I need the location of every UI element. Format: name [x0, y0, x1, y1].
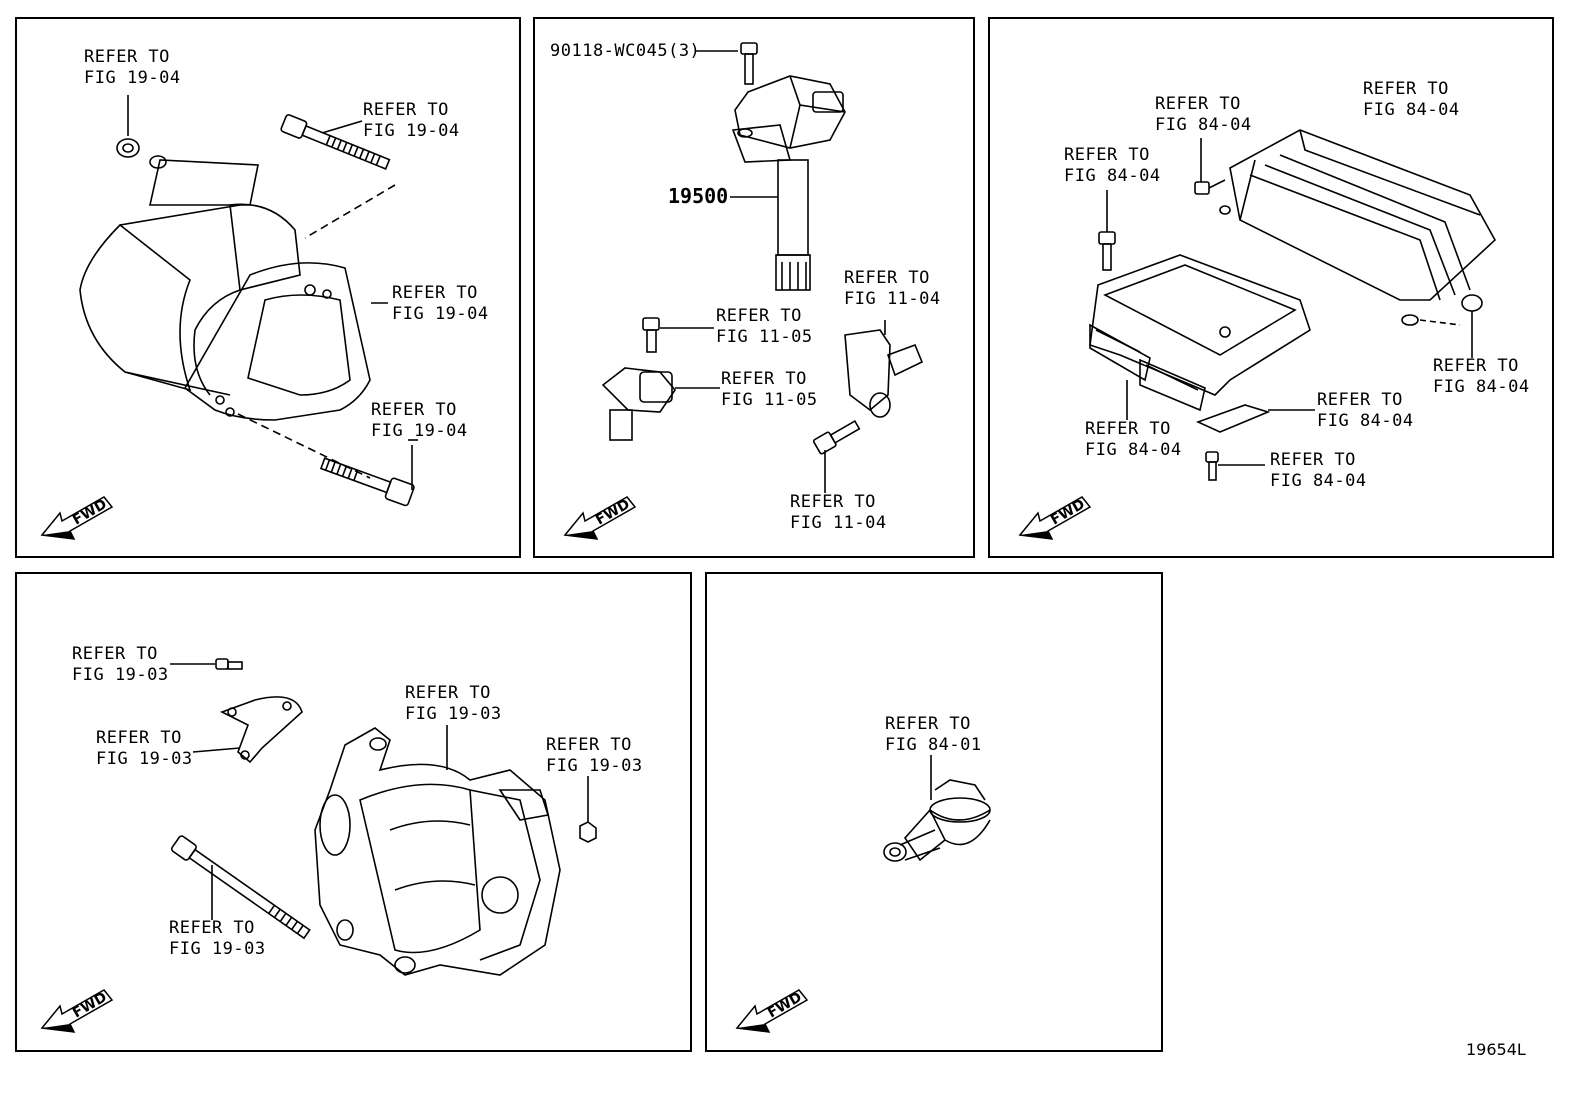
alternator-ref-1: REFER TO FIG 19-03	[72, 644, 169, 685]
ecu-ref-3: REFER TO FIG 84-04	[1064, 145, 1161, 186]
panel-starter	[15, 17, 521, 558]
ecu-ref-6: REFER TO FIG 84-04	[1085, 419, 1182, 460]
panel-ecu	[988, 17, 1554, 558]
starter-ref-3: REFER TO FIG 19-04	[392, 283, 489, 324]
alternator-ref-5: REFER TO FIG 19-03	[169, 918, 266, 959]
ignition-ref-2: REFER TO FIG 11-05	[721, 369, 818, 410]
ignition-ref-3: REFER TO FIG 11-04	[844, 268, 941, 309]
ecu-ref-2: REFER TO FIG 84-04	[1363, 79, 1460, 120]
fwd-arrow-icon: FWD	[40, 496, 114, 540]
fwd-arrow-icon: FWD	[40, 989, 114, 1033]
ecu-ref-5: REFER TO FIG 84-04	[1317, 390, 1414, 431]
svg-text:FWD: FWD	[765, 989, 805, 1021]
ignition-ref-1: REFER TO FIG 11-05	[716, 306, 813, 347]
starter-ref-2: REFER TO FIG 19-04	[363, 100, 460, 141]
alternator-ref-2: REFER TO FIG 19-03	[96, 728, 193, 769]
fwd-arrow-icon: FWD	[1018, 496, 1092, 540]
ignition-bolt-part-number: 90118-WC045(3)	[550, 41, 701, 61]
ecu-ref-1: REFER TO FIG 84-04	[1155, 94, 1252, 135]
ignition-coil-part-number: 19500	[668, 184, 729, 208]
panel-alternator	[15, 572, 692, 1052]
drawing-reference-number: 19654L	[1466, 1040, 1526, 1059]
starter-ref-1: REFER TO FIG 19-04	[84, 47, 181, 88]
ignition-ref-4: REFER TO FIG 11-04	[790, 492, 887, 533]
switch-ref-1: REFER TO FIG 84-01	[885, 714, 982, 755]
ecu-ref-4: REFER TO FIG 84-04	[1433, 356, 1530, 397]
fwd-arrow-icon: FWD	[735, 989, 809, 1033]
alternator-ref-4: REFER TO FIG 19-03	[546, 735, 643, 776]
panel-ignition	[533, 17, 975, 558]
fwd-arrow-icon: FWD	[563, 496, 637, 540]
starter-ref-4: REFER TO FIG 19-04	[371, 400, 468, 441]
ecu-ref-7: REFER TO FIG 84-04	[1270, 450, 1367, 491]
alternator-ref-3: REFER TO FIG 19-03	[405, 683, 502, 724]
